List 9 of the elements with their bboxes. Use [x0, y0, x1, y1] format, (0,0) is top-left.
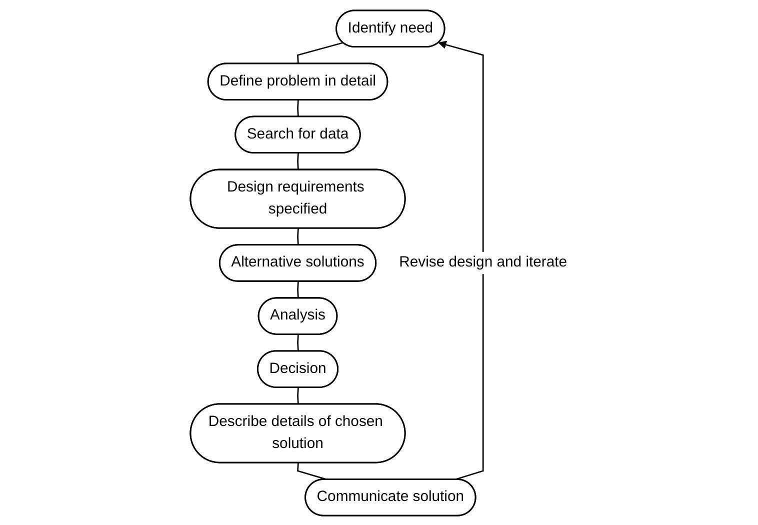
connector: [297, 152, 300, 170]
connector: [297, 228, 300, 245]
arrow: [438, 40, 484, 480]
edge-label: Revise design and iterate: [399, 254, 568, 270]
connector: [297, 100, 300, 116]
connector: [297, 334, 300, 351]
connector: [297, 42, 344, 64]
connector: [297, 387, 300, 404]
connector: [297, 281, 300, 298]
